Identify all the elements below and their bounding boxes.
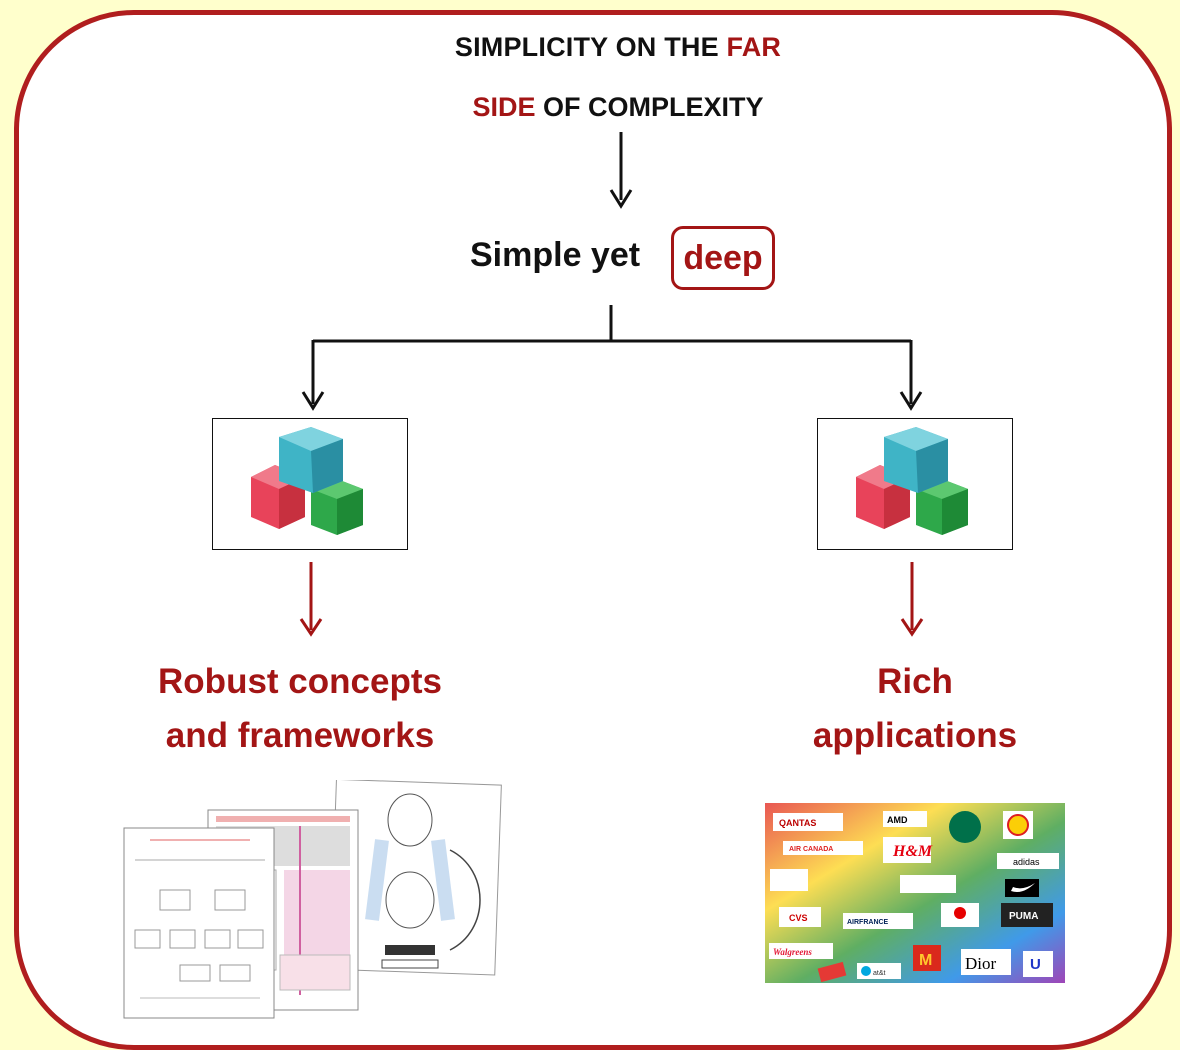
logo-airfrance: AIRFRANCE xyxy=(843,913,913,929)
logo-shell xyxy=(1003,811,1033,839)
logo-hm: H&M xyxy=(883,837,933,863)
logo-puma: PUMA xyxy=(1001,903,1053,927)
svg-text:AIRFRANCE: AIRFRANCE xyxy=(847,919,889,926)
result-right-label: Rich applications xyxy=(760,655,1070,763)
title-line-2-red: SIDE xyxy=(472,92,536,122)
title-line-1: SIMPLICITY ON THE FAR xyxy=(0,32,1180,63)
red-arrow-left xyxy=(299,562,323,637)
logo-generic-1 xyxy=(900,875,956,893)
result-right-line-2: applications xyxy=(812,716,1018,755)
logo-unilever: U xyxy=(1023,951,1053,977)
svg-text:QANTAS: QANTAS xyxy=(779,818,816,828)
blocks-image-left xyxy=(212,418,408,550)
result-left-line-2: and frameworks xyxy=(165,716,435,755)
red-arrow-right xyxy=(900,562,924,637)
logo-dior: Dior xyxy=(961,949,1011,975)
doc-page-front xyxy=(123,827,275,1019)
svg-text:PUMA: PUMA xyxy=(1009,911,1038,922)
brand-logos-collage: QANTAS AMD AIR CANADA H&M adidas CVS AIR… xyxy=(765,803,1065,983)
title-line-1-dark: SIMPLICITY ON THE xyxy=(454,32,727,62)
framework-documents-image xyxy=(123,780,502,1019)
svg-text:adidas: adidas xyxy=(1013,857,1040,867)
svg-text:U: U xyxy=(1030,956,1041,973)
svg-text:Walgreens: Walgreens xyxy=(773,947,812,957)
svg-text:CVS: CVS xyxy=(789,913,808,923)
logo-adidas: adidas xyxy=(997,853,1059,869)
logo-qantas: QANTAS xyxy=(773,813,843,831)
logo-vodafone xyxy=(941,903,979,927)
logo-att: at&t xyxy=(857,963,901,979)
logo-mcdonalds: M xyxy=(913,945,941,971)
toy-blocks-icon xyxy=(856,427,968,535)
arrow-title-to-simple xyxy=(609,132,633,209)
logo-cvs: CVS xyxy=(779,907,821,927)
logo-nike xyxy=(1005,879,1039,897)
svg-text:AIR CANADA: AIR CANADA xyxy=(789,846,833,853)
title-line-2-dark: OF COMPLEXITY xyxy=(535,92,764,122)
branch-connector xyxy=(301,305,923,411)
logo-amd: AMD xyxy=(883,811,927,827)
toy-blocks-icon xyxy=(251,427,363,535)
logo-walgreens: Walgreens xyxy=(769,943,833,959)
title-line-1-red: FAR xyxy=(726,32,782,62)
logo-air-canada: AIR CANADA xyxy=(783,841,863,855)
svg-text:AMD: AMD xyxy=(887,815,908,825)
svg-text:M: M xyxy=(919,952,932,969)
blocks-image-right xyxy=(817,418,1013,550)
svg-text:at&t: at&t xyxy=(873,970,886,977)
logo-starbucks xyxy=(949,811,981,843)
simple-yet-label: Simple yet xyxy=(470,236,641,274)
doc-page-back xyxy=(329,780,502,976)
title-line-2: SIDE OF COMPLEXITY xyxy=(0,92,1180,123)
svg-text:H&M: H&M xyxy=(892,843,933,860)
svg-text:Dior: Dior xyxy=(965,954,997,973)
logo-generic-2 xyxy=(817,961,847,983)
deep-box: deep xyxy=(671,226,775,290)
logo-allianz xyxy=(770,869,808,891)
result-right-line-1: Rich xyxy=(877,662,953,701)
connector-arrows xyxy=(299,132,924,637)
result-left-line-1: Robust concepts xyxy=(158,662,442,701)
result-left-label: Robust concepts and frameworks xyxy=(120,655,480,763)
